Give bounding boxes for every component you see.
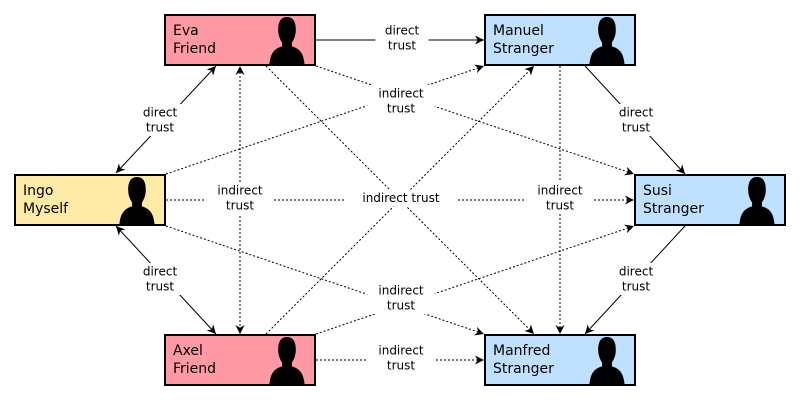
node-role: Stranger xyxy=(493,361,554,377)
edge-label-text: direct xyxy=(143,106,178,120)
edge-label-text: trust xyxy=(146,121,174,135)
edge-label-background xyxy=(133,104,187,136)
edge-ingo-manuel xyxy=(165,64,485,175)
edge-label-text: trust xyxy=(387,102,415,116)
edge-label-background xyxy=(367,282,435,314)
edge-label-background xyxy=(367,85,435,117)
edge-label-text: indirect xyxy=(378,344,424,358)
edge-label-text: direct xyxy=(619,265,654,279)
edge-label-background xyxy=(609,104,663,136)
node-name: Manuel xyxy=(493,23,544,39)
edge-label-background xyxy=(526,182,594,214)
edge-label-text: trust xyxy=(387,299,415,313)
edge-label-text: indirect xyxy=(217,184,263,198)
node-name: Manfred xyxy=(493,343,550,359)
edge-label-text: direct xyxy=(385,24,420,38)
edge-label-text: trust xyxy=(622,280,650,294)
node-role: Stranger xyxy=(643,201,704,217)
edge-label-background xyxy=(133,263,187,295)
edge-labels-layer: directtrustdirecttrustdirecttrustdirectt… xyxy=(133,22,663,374)
edge-label-text: direct xyxy=(143,265,178,279)
edge-label-ingo-susi: indirect trust xyxy=(345,189,457,207)
edge-eva-susi xyxy=(315,65,635,176)
edge-label-text: indirect trust xyxy=(362,191,440,205)
edge-label-background xyxy=(367,342,435,374)
edge-label-background xyxy=(375,22,429,54)
edge-label-text: indirect xyxy=(378,284,424,298)
edge-label-background xyxy=(206,182,274,214)
node-role: Friend xyxy=(173,41,216,57)
edge-label-text: indirect xyxy=(378,87,424,101)
node-role: Friend xyxy=(173,361,216,377)
edge-label-text: direct xyxy=(619,106,654,120)
node-name: Ingo xyxy=(23,183,53,199)
edge-label-text: trust xyxy=(146,280,174,294)
edge-label-text: trust xyxy=(622,121,650,135)
edge-label-text: trust xyxy=(546,199,574,213)
edge-label-text: trust xyxy=(387,359,415,373)
node-name: Susi xyxy=(643,183,672,199)
node-name: Eva xyxy=(173,23,199,39)
node-name: Axel xyxy=(173,343,203,359)
node-role: Myself xyxy=(23,201,69,217)
edge-axel-susi xyxy=(315,224,635,335)
edge-label-text: trust xyxy=(226,199,254,213)
edge-label-text: indirect xyxy=(537,184,583,198)
nodes-layer: EvaFriendManuelStrangerIngoMyselfSusiStr… xyxy=(14,14,786,386)
node-role: Stranger xyxy=(493,41,554,57)
edge-label-text: trust xyxy=(388,39,416,53)
edge-label-background xyxy=(345,189,457,207)
edge-ingo-manfred xyxy=(165,225,485,336)
edge-label-background xyxy=(609,263,663,295)
